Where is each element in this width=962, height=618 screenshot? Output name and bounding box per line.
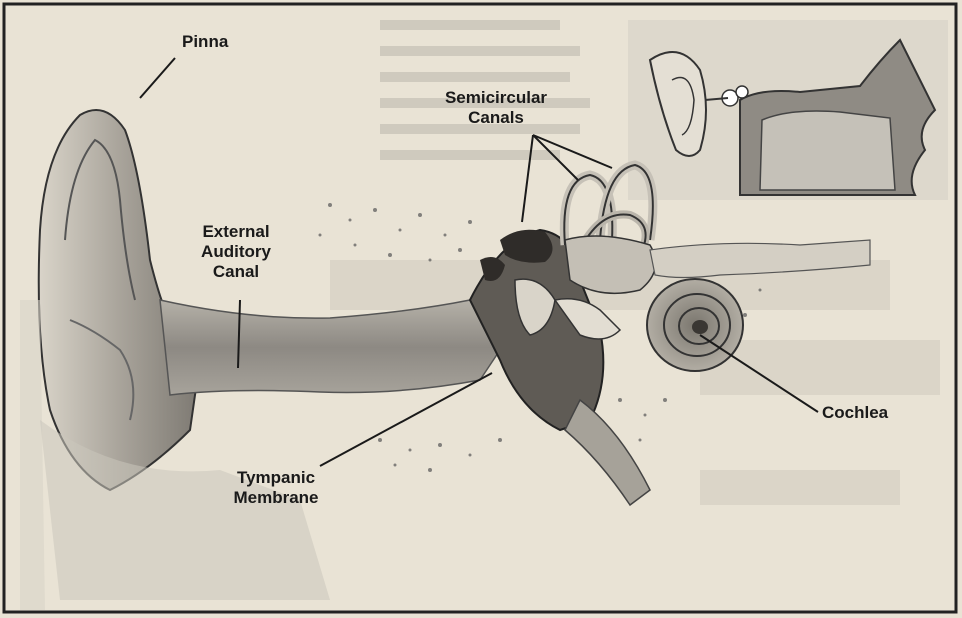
label-cochlea: Cochlea	[822, 403, 888, 423]
label-external-line3: Canal	[180, 262, 292, 282]
eustachian-tube-shape	[565, 400, 650, 505]
label-tympanic-line2: Membrane	[212, 488, 340, 508]
label-semicircular-line1: Semicircular	[432, 88, 560, 108]
vestibule-shape	[565, 236, 656, 293]
label-semicircular-line2: Canals	[432, 108, 560, 128]
label-cochlea-text: Cochlea	[822, 403, 888, 423]
pinna-leader	[140, 58, 175, 98]
label-external-line2: Auditory	[180, 242, 292, 262]
head-inset-image	[628, 20, 948, 200]
label-pinna: Pinna	[182, 32, 228, 52]
label-tympanic-membrane: Tympanic Membrane	[212, 468, 340, 508]
ear-canal-shape	[160, 300, 500, 395]
label-external-auditory-canal: External Auditory Canal	[180, 222, 292, 282]
label-pinna-text: Pinna	[182, 32, 228, 52]
label-semicircular-canals: Semicircular Canals	[432, 88, 560, 128]
semicircular-leader-1	[522, 135, 533, 222]
label-external-line1: External	[180, 222, 292, 242]
cochlea-shape	[647, 279, 743, 371]
label-tympanic-line1: Tympanic	[212, 468, 340, 488]
